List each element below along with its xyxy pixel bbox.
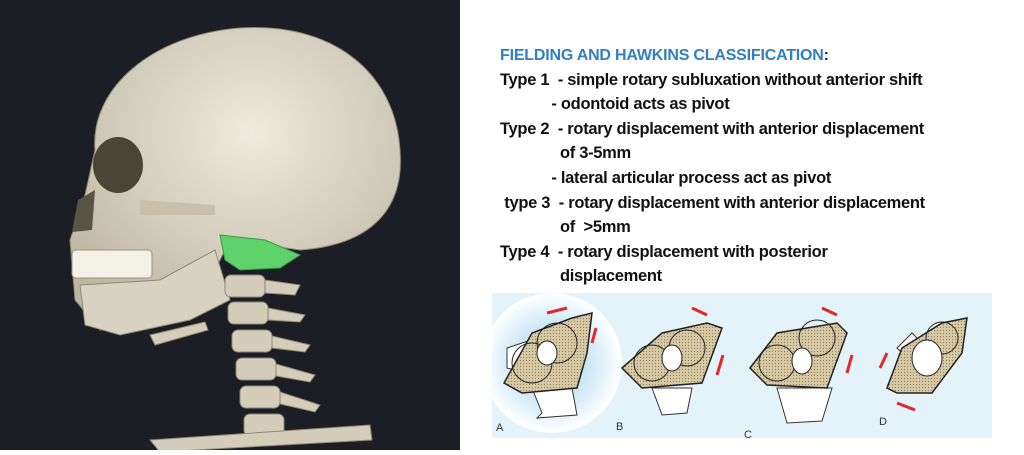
diagram-c [749, 306, 854, 424]
diagram-a [482, 293, 622, 433]
skull-cervical-spine-image [69, 27, 401, 453]
diagram-label-a: A [496, 422, 504, 434]
classification-panel: FIELDING AND HAWKINS CLASSIFICATION: Typ… [460, 0, 1024, 450]
diagram-label-c: C [744, 429, 752, 441]
skull-illustration-panel [0, 0, 460, 453]
rotary-displacement-diagram [482, 293, 992, 448]
type-3-line: type 3 - rotary displacement with anteri… [500, 194, 925, 212]
diagram-d [878, 317, 968, 412]
type-2-continuation: of 3-5mm [500, 144, 631, 162]
atlas-axis-diagrams [482, 293, 992, 438]
type-1-detail: - odontoid acts as pivot [500, 95, 730, 113]
type-3-continuation: of >5mm [500, 218, 631, 236]
type-2-detail: - lateral articular process act as pivot [500, 169, 832, 187]
classification-title: FIELDING AND HAWKINS CLASSIFICATION: [500, 47, 829, 65]
title-colon: : [823, 47, 829, 64]
type-1-line: Type 1 - simple rotary subluxation witho… [500, 71, 923, 89]
diagram-b [620, 306, 725, 416]
type-4-line: Type 4 - rotary displacement with poster… [500, 243, 828, 261]
title-text: FIELDING AND HAWKINS CLASSIFICATION [500, 47, 824, 64]
type-2-line: Type 2 - rotary displacement with anteri… [500, 120, 924, 138]
diagram-label-b: B [616, 421, 624, 433]
diagram-label-d: D [879, 416, 887, 428]
type-4-continuation: displacement [500, 267, 662, 285]
